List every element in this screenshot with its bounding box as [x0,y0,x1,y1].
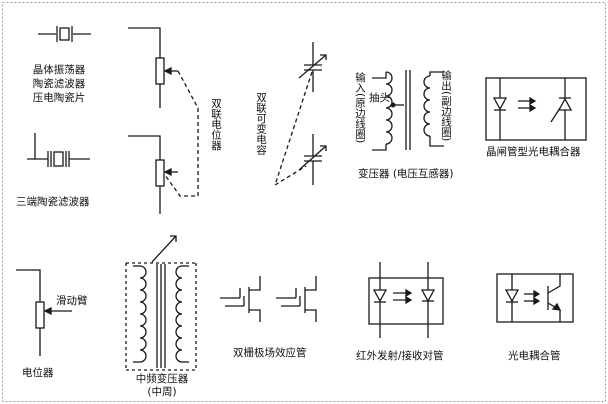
dual-gate-fet-symbol [220,276,317,322]
photocoupler-label: 光电耦合管 [508,350,561,362]
ir-pair-label: 红外发射/接收对管 [356,350,444,362]
photocoupler-symbol [496,273,574,323]
if-transformer-symbol [125,235,197,371]
dual-pot-label: 双联电位器 [210,98,222,151]
transformer-symbol [372,70,444,151]
potentiometer-label: 电位器 [22,367,54,379]
dual-variable-capacitor-symbol [274,42,327,186]
ir-pair-symbol [368,262,444,338]
thyristor-coupler-symbol [485,77,587,141]
crystal-label-2: 陶瓷滤波器 [32,78,86,90]
three-terminal-filter-symbol [27,133,90,167]
crystal-label-1: 晶体振荡器 [32,64,86,76]
if-transformer-label-2: (中周) [147,386,177,398]
thyristor-coupler-label: 晶闸管型光电耦合器 [486,146,581,158]
if-transformer-label-1: 中频变压器 [135,373,189,385]
crystal-symbol [38,26,91,42]
transformer-input-label: 输入(原边线圈) [354,72,366,144]
three-terminal-label: 三端陶瓷滤波器 [16,196,90,208]
dual-potentiometer-symbol [128,27,199,214]
transformer-caption: 变压器 (电压互感器) [358,168,454,180]
potentiometer-symbol [16,269,72,356]
slider-label: 滑动臂 [56,295,88,307]
transformer-output-label: 输出(副边线圈) [440,70,452,142]
transformer-tap-label: 抽头 [369,92,390,104]
crystal-label-3: 压电陶瓷片 [32,92,86,104]
dual-gate-fet-label: 双栅极场效应管 [233,347,307,359]
dual-cap-label: 双联可变电容 [255,92,267,155]
